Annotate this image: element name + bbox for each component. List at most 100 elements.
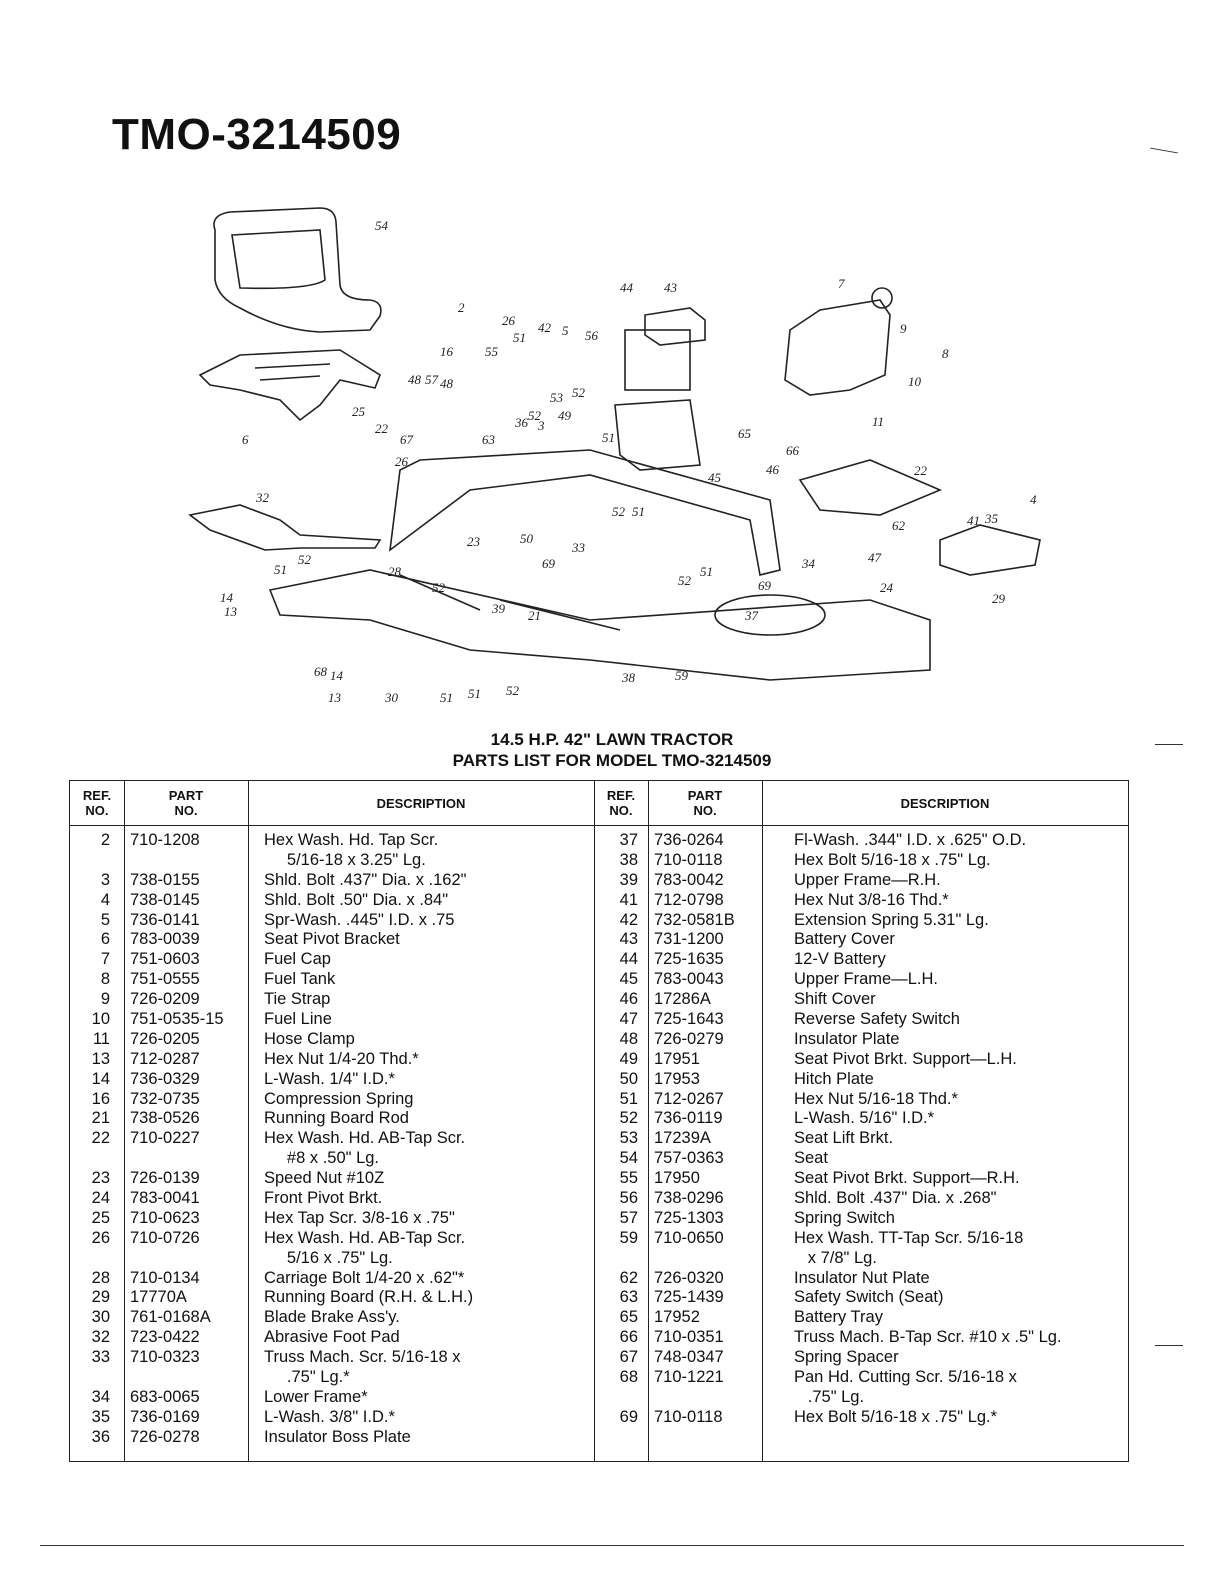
table-cell: Truss Mach. Scr. 5/16-18 x — [264, 1348, 461, 1367]
table-cell: Spring Spacer — [794, 1348, 899, 1367]
table-cell — [654, 1249, 760, 1269]
callout-label: 56 — [585, 328, 599, 343]
table-cell: 683-0065 — [130, 1387, 200, 1406]
table-cell: Extension Spring 5.31" Lg. — [794, 910, 989, 929]
callout-label: 13 — [224, 604, 238, 619]
caption-subtitle: PARTS LIST FOR MODEL TMO-3214509 — [452, 751, 772, 770]
table-cell: 5 — [100, 910, 110, 929]
exploded-parts-diagram: 54 2 26 51 42 5 56 16 55 53 52 48 57 48 … — [170, 190, 1070, 710]
table-cell — [70, 1368, 110, 1388]
table-cell: 712-0267 — [654, 1089, 724, 1108]
callout-label: 51 — [602, 430, 615, 445]
callout-label: 45 — [708, 470, 722, 485]
table-cell: 22 — [91, 1129, 110, 1148]
table-cell: x 7/8" Lg. — [794, 1248, 877, 1267]
table-cell: Hose Clamp — [264, 1029, 355, 1048]
table-cell: Hex Bolt 5/16-18 x .75" Lg.* — [794, 1407, 998, 1426]
callout-label: 57 — [425, 372, 439, 387]
table-cell: Reverse Safety Switch — [794, 1010, 960, 1029]
callout-label: 30 — [384, 690, 399, 705]
table-cell: 55 — [619, 1169, 638, 1188]
table-cell: Insulator Plate — [794, 1029, 900, 1048]
callout-label: 49 — [558, 408, 572, 423]
table-cell — [70, 1149, 110, 1169]
callout-label: 51 — [440, 690, 453, 705]
table-cell: Seat Lift Brkt. — [794, 1129, 894, 1148]
right-description-column: Fl-Wash. .344" I.D. x .625" O.D.Hex Bolt… — [794, 831, 1128, 1428]
table-cell: Spring Switch — [794, 1208, 895, 1227]
table-cell: 710-0623 — [130, 1208, 200, 1227]
table-cell: 54 — [619, 1149, 638, 1168]
table-cell: 39 — [619, 870, 638, 889]
table-cell — [130, 851, 246, 871]
callout-label: 25 — [352, 404, 366, 419]
table-cell: 47 — [619, 1010, 638, 1029]
table-cell: Carriage Bolt 1/4-20 x .62"* — [264, 1268, 465, 1287]
table-cell: Fuel Line — [264, 1010, 332, 1029]
table-cell: Upper Frame—L.H. — [794, 970, 938, 989]
table-cell: 3 — [100, 870, 110, 889]
table-cell: 17286A — [654, 990, 711, 1009]
callout-label: 23 — [467, 534, 481, 549]
table-cell: 12-V Battery — [794, 950, 886, 969]
battery-drawing — [624, 329, 691, 391]
callout-label: 32 — [255, 490, 270, 505]
table-cell: Compression Spring — [264, 1089, 414, 1108]
table-cell: 726-0205 — [130, 1029, 200, 1048]
table-cell: 51 — [619, 1089, 638, 1108]
table-cell: Shld. Bolt .437" Dia. x .162" — [264, 870, 467, 889]
table-cell: Speed Nut #10Z — [264, 1169, 385, 1188]
header-part-left: PART NO. — [168, 788, 204, 818]
table-cell — [594, 1388, 638, 1408]
table-cell: 43 — [619, 930, 638, 949]
table-cell: 5/16-18 x 3.25" Lg. — [264, 850, 426, 869]
table-cell: 710-0650 — [654, 1228, 724, 1247]
table-cell: 10 — [91, 1010, 110, 1029]
table-cell — [594, 1249, 638, 1269]
callout-label: 51 — [513, 330, 526, 345]
callout-label: 52 — [528, 408, 542, 423]
edge-mark — [1155, 1345, 1183, 1346]
table-cell: 726-0139 — [130, 1169, 200, 1188]
table-cell: 726-0320 — [654, 1268, 724, 1287]
callout-label: 67 — [400, 432, 414, 447]
foot-pad-drawing — [188, 504, 382, 551]
callout-label: 51 — [274, 562, 287, 577]
table-cell — [130, 1368, 246, 1388]
table-cell: 34 — [91, 1387, 110, 1406]
table-cell: 7 — [100, 950, 110, 969]
table-cell: 725-1635 — [654, 950, 724, 969]
table-cell: 21 — [91, 1109, 110, 1128]
table-cell — [654, 1388, 760, 1408]
callout-label: 69 — [542, 556, 556, 571]
table-cell: 11 — [92, 1029, 110, 1048]
table-cell: 13 — [91, 1049, 110, 1068]
table-cell: 710-1221 — [654, 1368, 724, 1387]
table-cell: 35 — [91, 1407, 110, 1426]
header-description-right: DESCRIPTION — [900, 795, 990, 811]
table-cell: 66 — [619, 1328, 638, 1347]
table-cell: 17953 — [654, 1069, 700, 1088]
table-cell: 4 — [100, 890, 110, 909]
table-cell: 783-0043 — [654, 970, 724, 989]
callout-label: 53 — [550, 390, 564, 405]
table-cell: 17239A — [654, 1129, 711, 1148]
table-cell: Fuel Cap — [264, 950, 331, 969]
pivot-plate-drawing — [714, 594, 826, 636]
callout-label: 52 — [572, 385, 586, 400]
battery-cover-drawing — [644, 307, 706, 346]
table-cell: 69 — [619, 1407, 638, 1426]
shift-cover-drawing — [798, 459, 943, 516]
table-cell: 24 — [91, 1189, 110, 1208]
table-cell: Seat Pivot Brkt. Support—L.H. — [794, 1049, 1017, 1068]
callout-label: 8 — [942, 346, 949, 361]
callout-label: 26 — [502, 313, 516, 328]
table-cell: 45 — [619, 970, 638, 989]
callout-label: 6 — [242, 432, 249, 447]
table-cell: 42 — [619, 910, 638, 929]
callout-label: 33 — [571, 540, 586, 555]
seat-drawing — [213, 207, 382, 333]
table-cell: Seat — [794, 1149, 828, 1168]
table-cell: Hex Tap Scr. 3/8-16 x .75" — [264, 1208, 455, 1227]
